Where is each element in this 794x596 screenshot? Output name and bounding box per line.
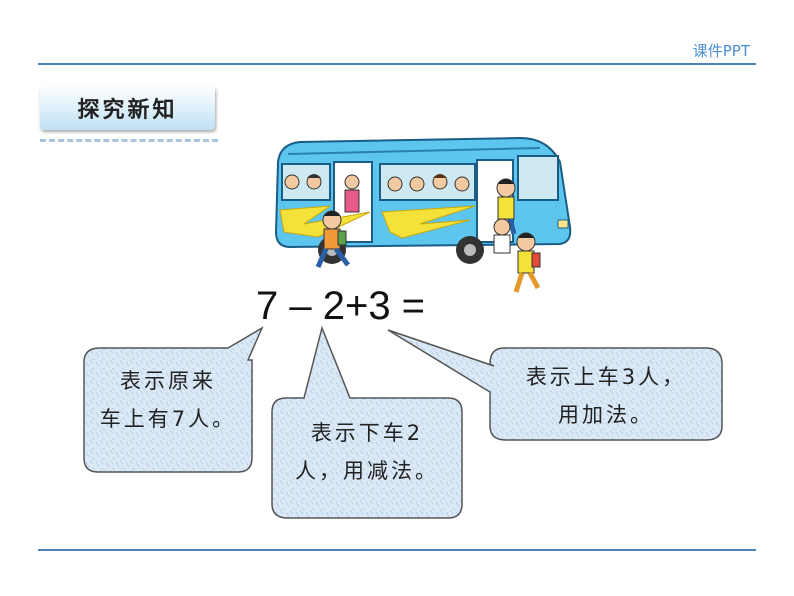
callout-middle-shape	[271, 325, 463, 519]
callout-right-line2: 用加法。	[558, 403, 654, 427]
section-title: 探究新知	[77, 97, 178, 123]
callout-left-shape	[83, 326, 264, 473]
callout-right-text: 表示上车3人， 用加法。	[490, 358, 722, 434]
passenger-icons	[284, 174, 470, 213]
callout-middle-line1: 表示下车2	[310, 421, 424, 445]
header-divider	[38, 63, 756, 65]
callout-left-line2: 车上有7人。	[99, 407, 237, 431]
callout-right-shape	[387, 329, 723, 441]
section-title-tab: 探究新知	[40, 86, 215, 130]
equation-text: 7 – 2+3 =	[256, 284, 426, 328]
callout-left-text: 表示原来 车上有7人。	[84, 362, 252, 438]
child-getting-off-icon	[315, 210, 350, 269]
brand-label: 课件PPT	[692, 42, 750, 60]
section-dashed-divider	[40, 139, 218, 142]
callout-middle-line2: 人，用减法。	[295, 459, 439, 483]
callout-right-line1: 表示上车3人，	[525, 365, 687, 389]
footer-divider	[38, 549, 756, 551]
child-getting-on-icon	[493, 178, 541, 293]
callout-left-line1: 表示原来	[120, 369, 216, 393]
callout-middle-text: 表示下车2 人，用减法。	[272, 414, 462, 490]
bus-illustration	[274, 136, 572, 293]
